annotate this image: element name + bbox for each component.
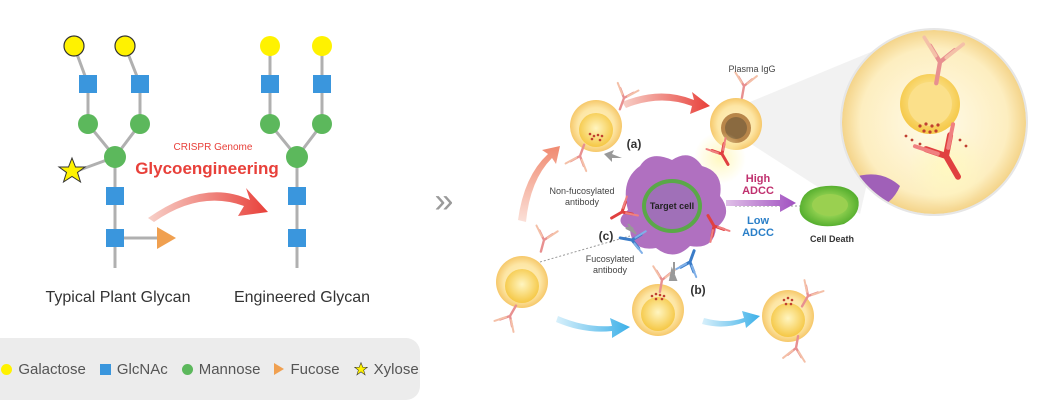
glcnac-icon xyxy=(79,75,97,93)
cell-death-label: Cell Death xyxy=(810,234,854,244)
mannose-icon xyxy=(260,114,280,134)
mannose-icon xyxy=(312,114,332,134)
legend-item-mannose: Mannose xyxy=(181,360,261,378)
glcnac-icon xyxy=(106,229,124,247)
non-fucosylated-label-2: antibody xyxy=(565,197,600,207)
glcnac-icon xyxy=(288,229,306,247)
high-adcc-arrow xyxy=(726,194,796,212)
antibody-icon xyxy=(529,224,559,256)
glycan-legend: Galactose GlcNAc Mannose Fucose Xylose xyxy=(0,338,420,400)
legend-label: Mannose xyxy=(198,360,261,378)
dead-cell xyxy=(799,185,859,227)
engineered-glycan-label: Engineered Glycan xyxy=(234,289,370,306)
label-b: (b) xyxy=(690,283,705,297)
legend-label: GlcNAc xyxy=(116,360,168,378)
mannose-icon xyxy=(104,146,126,168)
engineered-glycan-tree xyxy=(260,36,332,268)
galactose-circle-icon xyxy=(1,363,13,375)
magnified-view xyxy=(840,28,1028,216)
glcnac-icon xyxy=(106,187,124,205)
glcnac-icon xyxy=(313,75,331,93)
glycoengineering-label: Glycoengineering xyxy=(135,159,279,178)
galactose-icon xyxy=(114,35,136,57)
xylose-star-icon xyxy=(57,156,87,184)
arrow-c xyxy=(625,223,637,235)
mannose-icon xyxy=(78,114,98,134)
nk-cell-top-left xyxy=(570,100,622,152)
adcc-diagram: Plasma IgG (a) (c) (b) Non-fucosylated a… xyxy=(493,28,1028,363)
arrow-to-cell-a xyxy=(604,150,622,162)
typical-glycan-tree xyxy=(40,20,230,280)
high-adcc-label-2: ADCC xyxy=(742,185,774,197)
high-adcc-label-1: High xyxy=(746,173,771,185)
nk-cell-bottom-right xyxy=(762,290,814,342)
glcnac-square-icon xyxy=(99,363,111,375)
galactose-icon xyxy=(63,35,85,57)
label-c: (c) xyxy=(599,229,614,243)
xylose-star-icon xyxy=(353,362,368,376)
legend-item-glcnac: GlcNAc xyxy=(99,360,168,378)
glcnac-icon xyxy=(261,75,279,93)
fucosylated-label-1: Fucosylated xyxy=(586,254,635,264)
legend-label: Galactose xyxy=(18,360,86,378)
nk-cell-b xyxy=(632,284,684,336)
legend-label: Xylose xyxy=(373,360,419,378)
mannose-icon xyxy=(286,146,308,168)
legend-item-fucose: Fucose xyxy=(274,360,340,378)
glcnac-icon xyxy=(131,75,149,93)
legend-label: Fucose xyxy=(290,360,340,378)
non-fucosylated-label-1: Non-fucosylated xyxy=(549,186,614,196)
low-adcc-label-2: ADCC xyxy=(742,227,774,239)
label-a: (a) xyxy=(627,137,642,151)
target-cell xyxy=(620,155,727,255)
fucose-triangle-icon xyxy=(157,227,176,249)
typical-plant-glycan-label: Typical Plant Glycan xyxy=(46,289,191,306)
fucosylated-label-2: antibody xyxy=(593,265,628,275)
arrow-bottom-blue-1 xyxy=(556,316,630,338)
nk-cell-bottom-left xyxy=(496,256,548,308)
separator-chevrons: » xyxy=(435,182,454,220)
arrow-to-cell-b xyxy=(668,262,678,281)
glcnac-icon xyxy=(288,187,306,205)
galactose-icon xyxy=(312,36,332,56)
fucose-triangle-icon xyxy=(274,363,285,375)
plasma-igg-label: Plasma IgG xyxy=(728,64,775,74)
target-cell-label: Target cell xyxy=(650,201,694,211)
mannose-circle-icon xyxy=(181,363,193,375)
low-adcc-label-1: Low xyxy=(747,215,769,227)
arrow-up-left xyxy=(518,146,560,222)
legend-item-galactose: Galactose xyxy=(1,361,86,378)
galactose-icon xyxy=(260,36,280,56)
antibody-icon xyxy=(729,71,759,101)
legend-item-xylose: Xylose xyxy=(353,360,419,378)
arrow-bottom-blue-2 xyxy=(702,311,760,328)
arrow-top-red xyxy=(622,92,710,114)
mannose-icon xyxy=(130,114,150,134)
glycoengineering-arrow xyxy=(148,188,268,222)
crispr-genome-label: CRISPR Genome xyxy=(174,142,253,153)
